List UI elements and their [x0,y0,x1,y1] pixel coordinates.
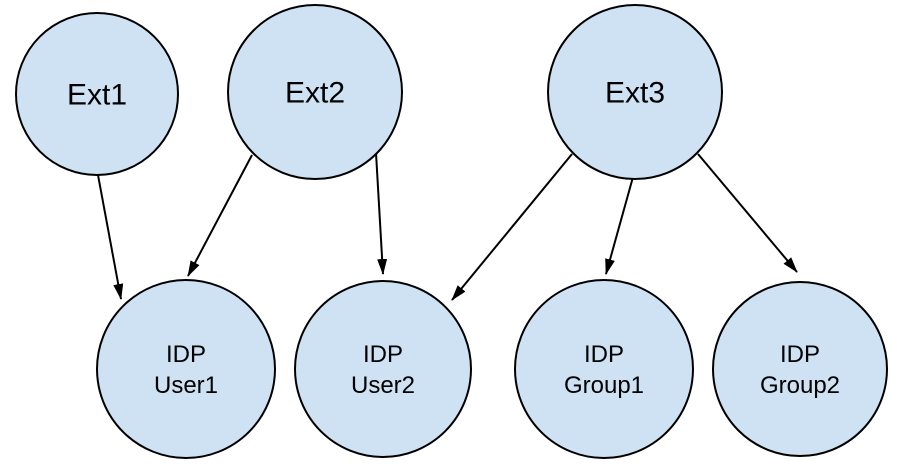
node-ext2: Ext2 [227,4,403,180]
node-ext3: Ext3 [547,4,723,180]
node-circle-idp-group2 [712,281,888,457]
node-ext1: Ext1 [15,12,179,176]
node-label-ext2: Ext2 [285,77,345,110]
node-label-ext3: Ext3 [605,77,665,110]
edge-ext2-to-idp-user1 [187,154,253,277]
node-circle-idp-group1 [514,279,694,459]
node-circle-idp-user1 [96,279,276,459]
node-circle-idp-user2 [294,280,472,458]
node-circle-ext3 [547,4,723,180]
edge-ext3-to-idp-group2 [697,153,798,273]
node-circle-ext1 [15,12,179,176]
node-circle-ext2 [227,4,403,180]
edge-ext3-to-idp-group1 [605,176,634,275]
edge-ext2-to-idp-user2 [375,152,388,275]
edge-ext3-to-idp-user2 [451,153,573,301]
node-label-ext1: Ext1 [67,79,127,112]
edge-ext1-to-idp-user1 [97,174,124,300]
